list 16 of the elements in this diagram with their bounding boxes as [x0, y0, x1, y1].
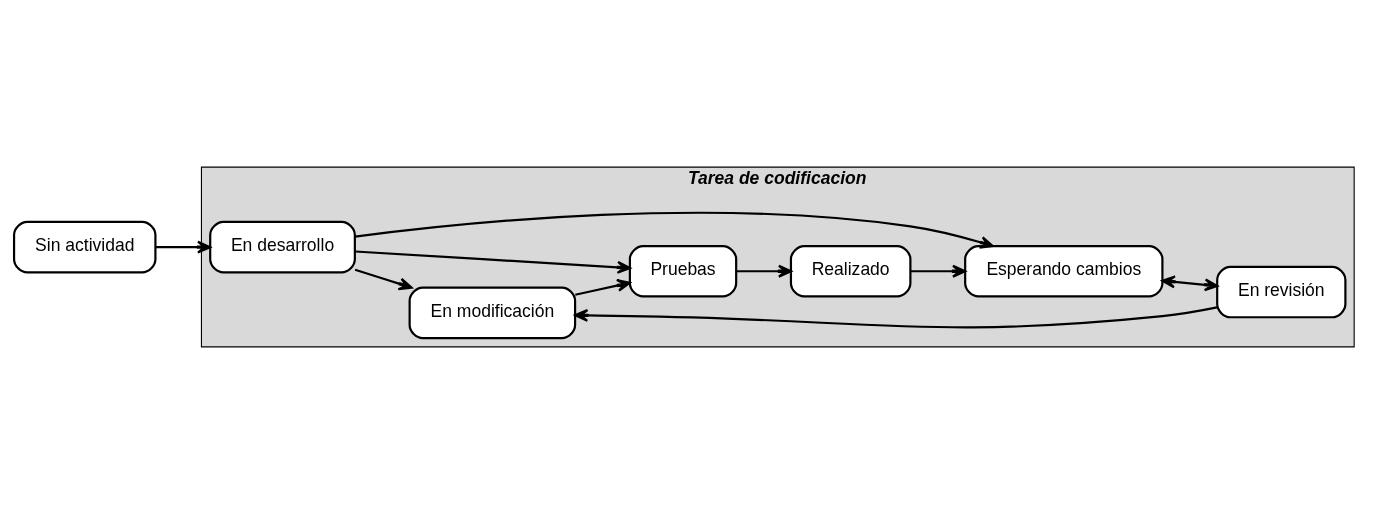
arrow	[736, 264, 793, 278]
arrow	[910, 264, 967, 278]
node-box: Realizado	[789, 244, 912, 298]
arrow	[574, 306, 1218, 329]
arrow	[1161, 275, 1219, 292]
node-box: En desarrollo	[209, 220, 356, 274]
arrow	[155, 240, 212, 254]
arrow	[354, 211, 994, 249]
arrow	[354, 268, 413, 291]
node-box: En modificación	[408, 286, 577, 340]
arrow	[355, 250, 631, 274]
node-box: En revisión	[1216, 265, 1347, 319]
node-box: Pruebas	[628, 244, 738, 298]
arrow	[575, 279, 631, 296]
node-box: Sin actividad	[12, 220, 157, 274]
node-box: Esperando cambios	[964, 244, 1164, 298]
